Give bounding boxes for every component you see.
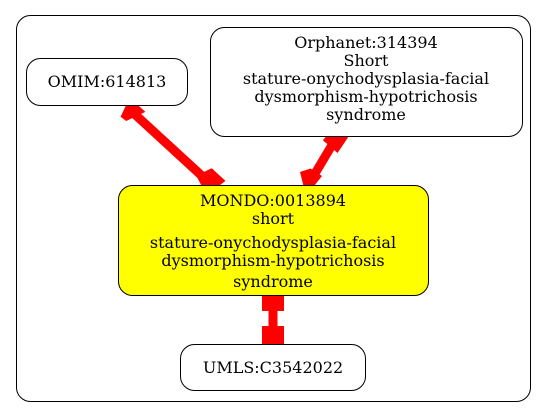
node-orphanet: Orphanet:314394 Short stature-onychodysp… bbox=[210, 27, 523, 137]
cluster-boundary bbox=[16, 15, 531, 402]
node-mondo-line-1: MONDO:0013894 bbox=[200, 191, 346, 210]
node-umls: UMLS:C3542022 bbox=[180, 344, 366, 391]
node-mondo-line-3: stature-onychodysplasia-facial bbox=[150, 233, 396, 252]
node-mondo: MONDO:0013894 short stature-onychodyspla… bbox=[118, 185, 429, 296]
node-umls-label: UMLS:C3542022 bbox=[203, 358, 343, 377]
node-orphanet-line-5: syndrome bbox=[326, 105, 406, 124]
graph-edges bbox=[120, 97, 348, 349]
node-mondo-line-5: syndrome bbox=[233, 272, 313, 291]
edge-mondo-to-umls bbox=[262, 290, 284, 349]
node-orphanet-line-3: stature-onychodysplasia-facial bbox=[243, 69, 489, 88]
edge-omim-to-mondo bbox=[120, 97, 226, 196]
node-orphanet-line-4: dysmorphism-hypotrichosis bbox=[254, 87, 477, 106]
node-orphanet-line-1: Orphanet:314394 bbox=[294, 33, 438, 52]
node-mondo-line-4: dysmorphism-hypotrichosis bbox=[161, 251, 384, 270]
node-omim: OMIM:614813 bbox=[26, 58, 188, 106]
node-omim-label: OMIM:614813 bbox=[48, 72, 167, 91]
node-mondo-line-2: short bbox=[252, 209, 295, 228]
node-orphanet-line-2: Short bbox=[344, 51, 390, 70]
